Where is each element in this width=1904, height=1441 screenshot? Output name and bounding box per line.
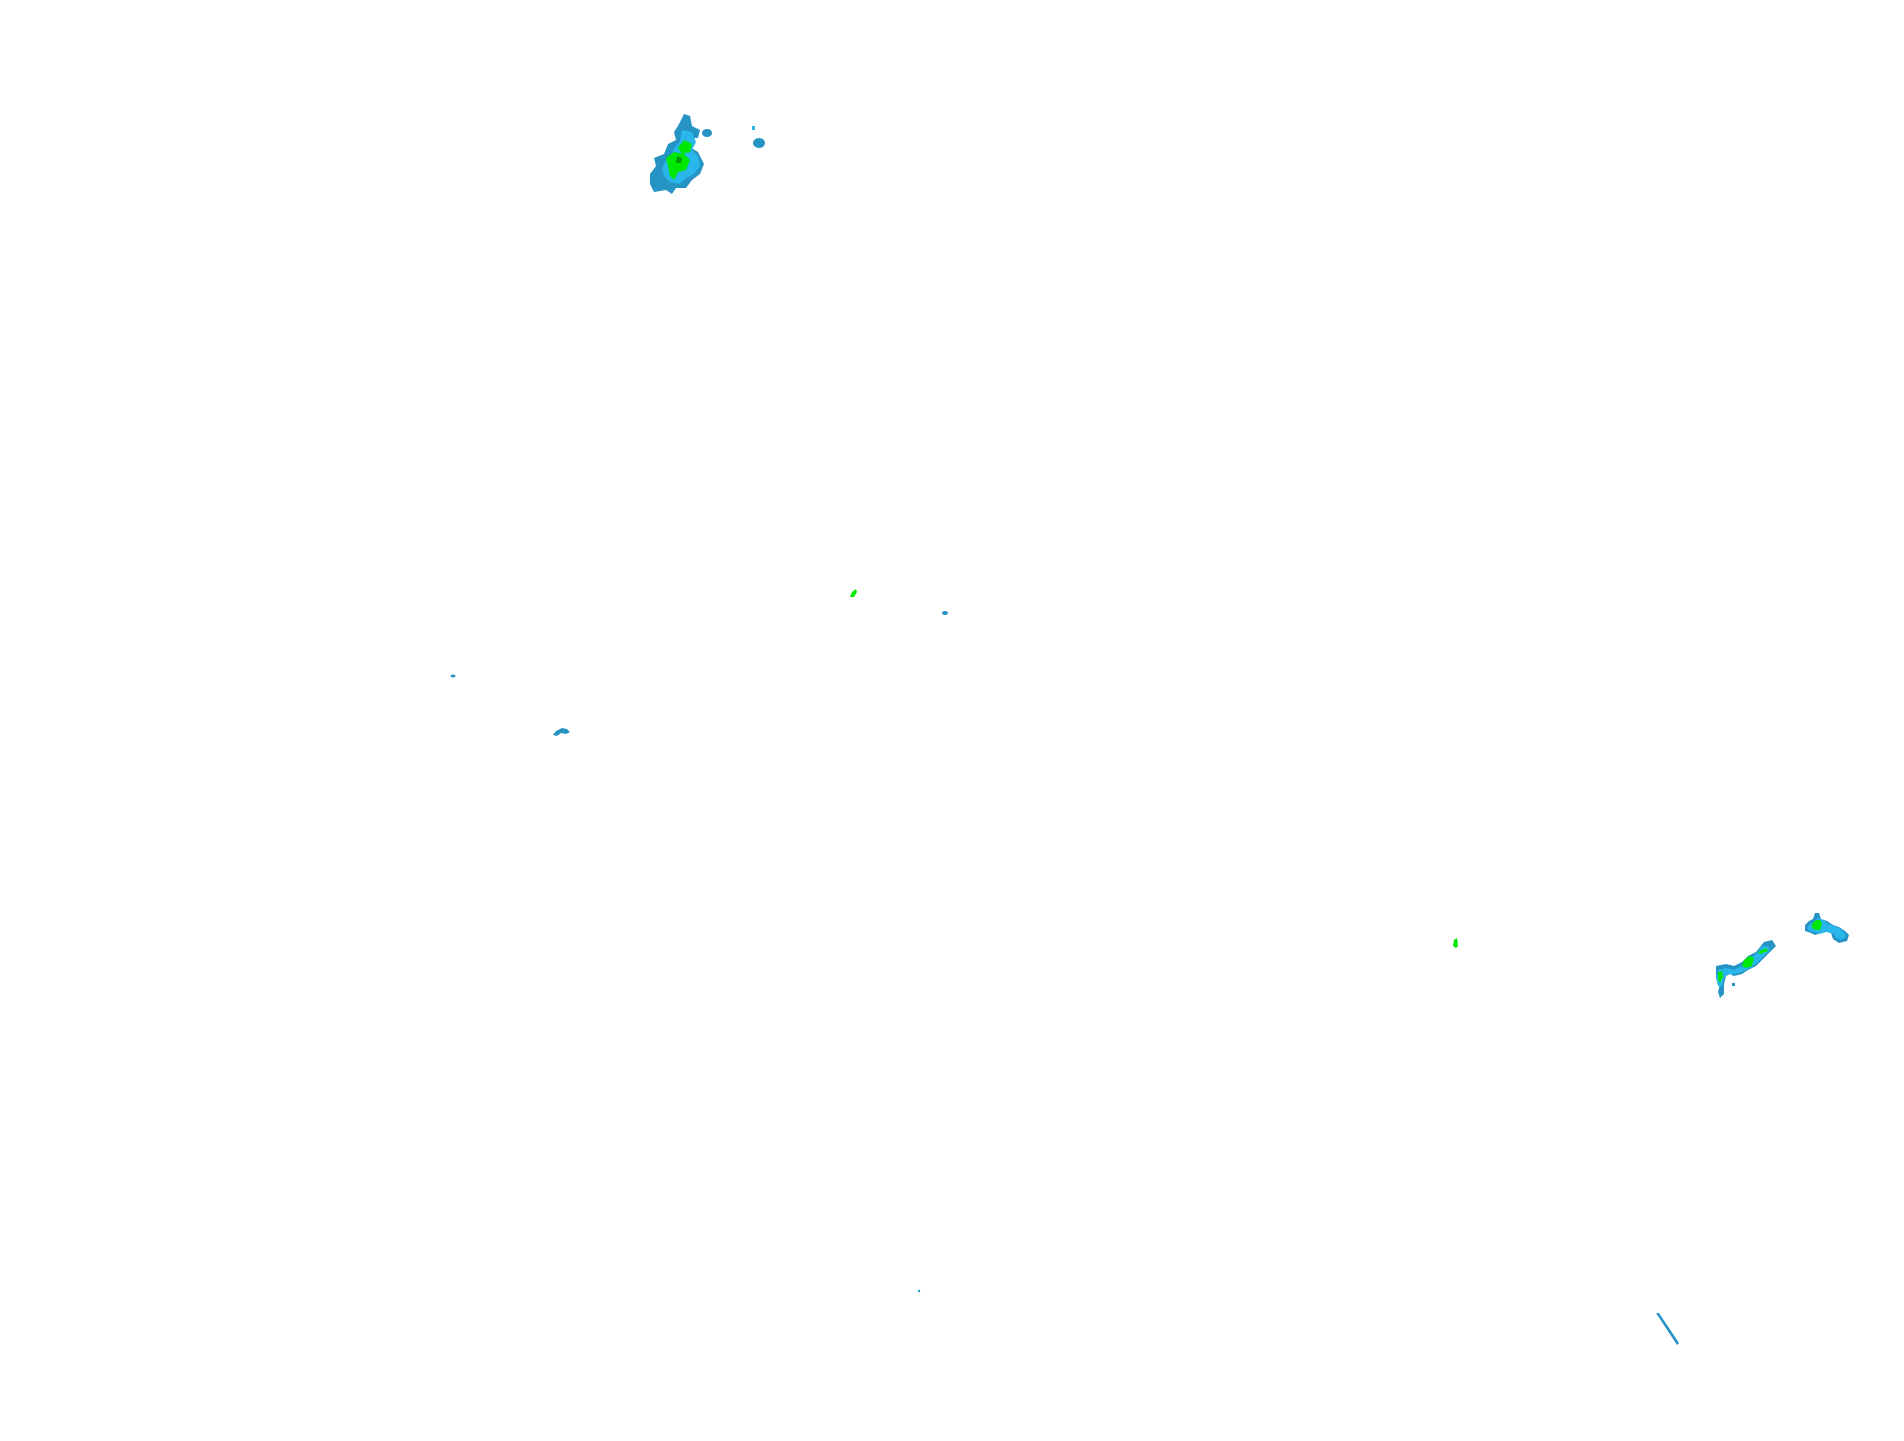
- precip-cell-north: [650, 114, 765, 194]
- precip-cell-east: [1656, 913, 1849, 1345]
- precip-cell-center: [450, 589, 1458, 1293]
